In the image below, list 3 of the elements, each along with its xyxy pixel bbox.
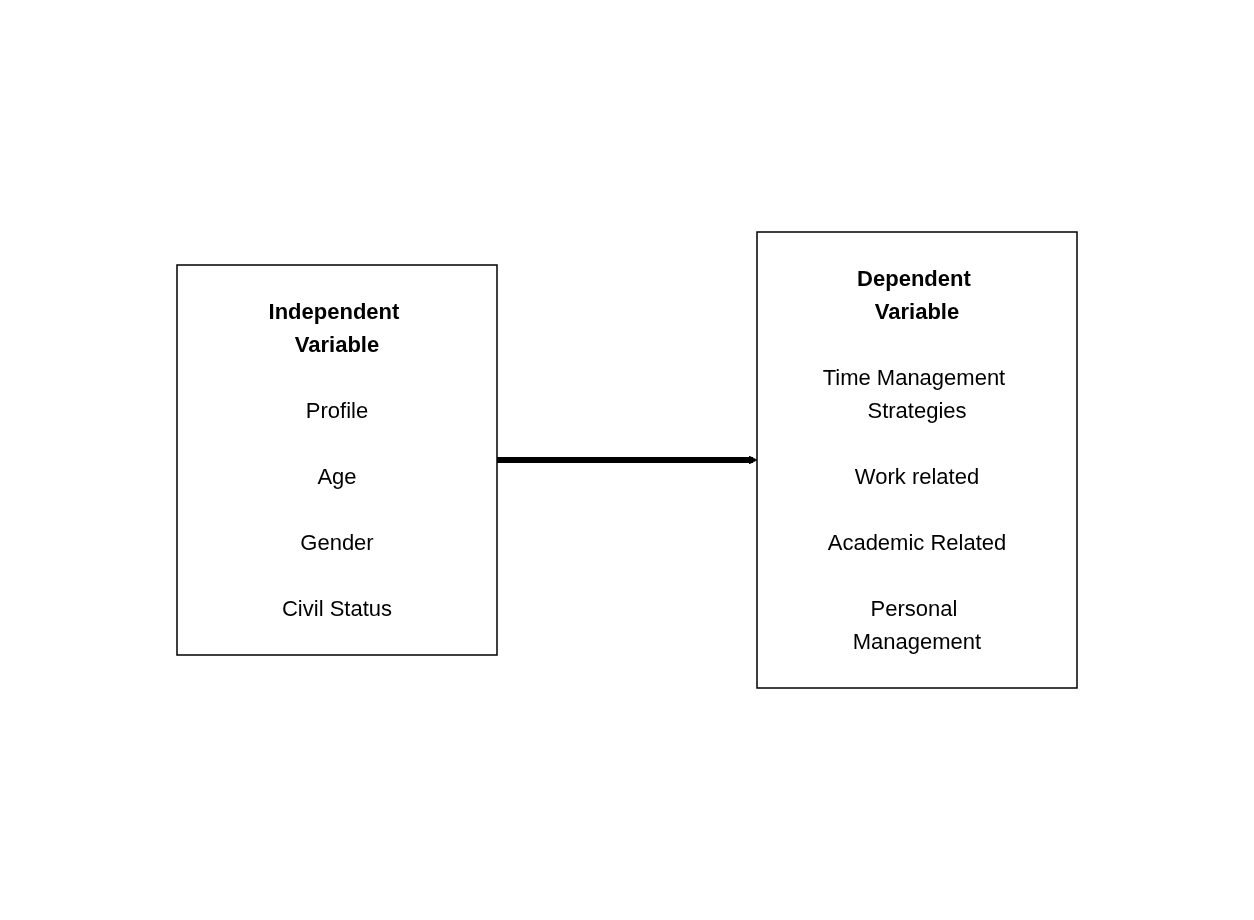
arrow [497, 455, 758, 465]
node-box: Dependent Variable Time Management Strategies Work related Academic Related Personal Management [756, 231, 1078, 689]
node-box: Independent Variable Profile Age Gender Civil Status [176, 264, 498, 656]
